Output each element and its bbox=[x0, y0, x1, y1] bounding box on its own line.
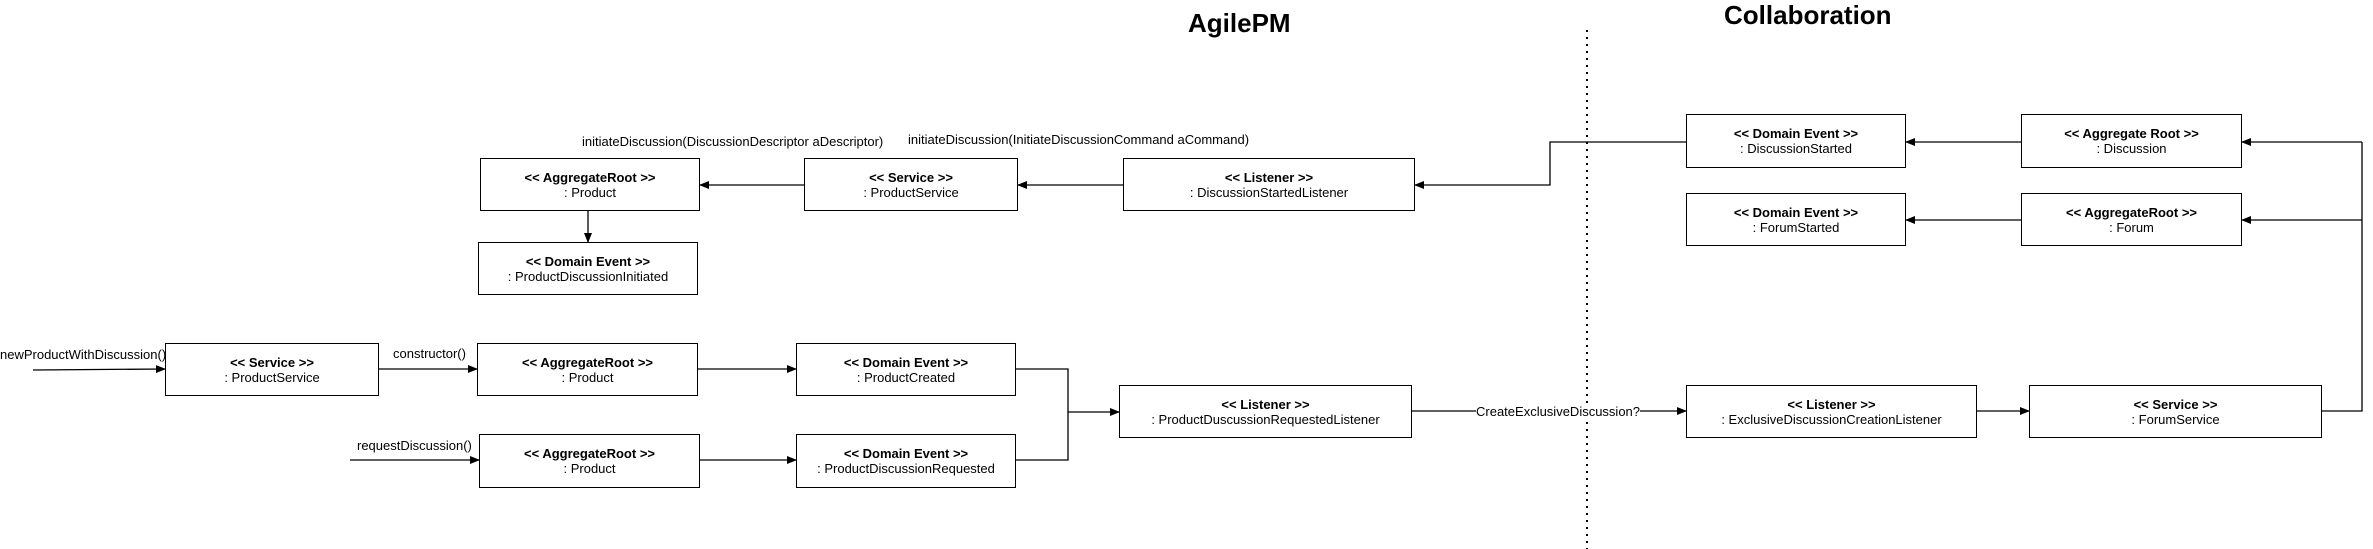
listener-product-discussion-requested: << Listener >> : ProductDuscussionReques… bbox=[1119, 385, 1412, 438]
stereotype: << Domain Event >> bbox=[1733, 126, 1859, 141]
agilepm-title: AgilePM bbox=[1188, 8, 1291, 38]
box-name: : ProductDiscussionInitiated bbox=[507, 268, 669, 284]
box-name: : ForumService bbox=[2131, 411, 2220, 427]
box-name: : ExclusiveDiscussionCreationListener bbox=[1721, 411, 1942, 427]
edge-discussion-started-to-listener bbox=[1414, 141, 1686, 189]
stereotype: << Domain Event >> bbox=[843, 446, 969, 461]
box-name: : ProductDiscussionRequested bbox=[817, 461, 995, 476]
aggregate-root-forum: << AggregateRoot >> : Forum bbox=[2021, 193, 2242, 246]
domain-event-product-created: << Domain Event >> : ProductCreated bbox=[796, 343, 1016, 396]
request-discussion-label: requestDiscussion() bbox=[357, 438, 472, 453]
initiate-discussion-command-label: initiateDiscussion(InitiateDiscussionCom… bbox=[908, 132, 1250, 147]
service-product-service-bottom: << Service >> : ProductService bbox=[165, 343, 379, 396]
box-name: : ProductDuscussionRequestedListener bbox=[1151, 411, 1380, 427]
domain-event-discussion-started: << Domain Event >> : DiscussionStarted bbox=[1686, 114, 1906, 168]
collaboration-title: Collaboration bbox=[1724, 0, 1892, 30]
edge-created-event-join bbox=[1016, 368, 1069, 412]
stereotype: << Domain Event >> bbox=[843, 354, 969, 370]
domain-event-product-discussion-initiated: << Domain Event >> : ProductDiscussionIn… bbox=[478, 242, 698, 295]
stereotype: << Listener >> bbox=[1224, 169, 1314, 185]
box-name: : Product bbox=[561, 369, 614, 385]
box-name: : DiscussionStartedListener bbox=[1189, 184, 1349, 200]
box-name: : ProductService bbox=[863, 184, 959, 200]
service-product-service-top: << Service >> : ProductService bbox=[804, 158, 1018, 211]
initiate-discussion-descriptor-label: initiateDiscussion(DiscussionDescriptor … bbox=[582, 134, 884, 149]
stereotype: << Domain Event >> bbox=[1733, 204, 1859, 220]
create-exclusive-discussion-label: CreateExclusiveDiscussion? bbox=[1476, 404, 1641, 419]
new-product-with-discussion-label: newProductWithDiscussion() bbox=[0, 347, 167, 362]
box-name: : Forum bbox=[2109, 219, 2154, 235]
stereotype: << Aggregate Root >> bbox=[2064, 126, 2199, 141]
listener-exclusive-discussion-creation: << Listener >> : ExclusiveDiscussionCrea… bbox=[1686, 385, 1977, 438]
stereotype: << AggregateRoot >> bbox=[2066, 204, 2197, 220]
aggregate-root-product-created: << AggregateRoot >> : Product bbox=[477, 343, 698, 396]
service-forum-service: << Service >> : ForumService bbox=[2029, 385, 2322, 438]
box-name: : Product bbox=[563, 184, 617, 200]
box-name: : Discussion bbox=[2096, 141, 2167, 156]
edge-forum-service-bus bbox=[2322, 142, 2363, 412]
box-name: : ForumStarted bbox=[1752, 219, 1840, 235]
box-name: : ProductCreated bbox=[856, 369, 956, 385]
stereotype: << AggregateRoot >> bbox=[522, 354, 653, 370]
aggregate-root-product-requested: << AggregateRoot >> : Product bbox=[479, 434, 700, 488]
aggregate-root-product-discussion: << AggregateRoot >> : Product bbox=[480, 158, 700, 211]
stereotype: << Service >> bbox=[230, 354, 314, 370]
edge-newproduct-to-service bbox=[32, 365, 166, 374]
stereotype: << Service >> bbox=[2133, 396, 2218, 412]
stereotype: << AggregateRoot >> bbox=[524, 169, 656, 185]
listener-discussion-started: << Listener >> : DiscussionStartedListen… bbox=[1123, 158, 1415, 211]
stereotype: << Listener >> bbox=[1787, 396, 1876, 412]
box-name: : DiscussionStarted bbox=[1740, 141, 1852, 156]
domain-event-product-discussion-requested: << Domain Event >> : ProductDiscussionRe… bbox=[796, 434, 1016, 488]
aggregate-root-discussion: << Aggregate Root >> : Discussion bbox=[2021, 114, 2242, 168]
stereotype: << Listener >> bbox=[1221, 396, 1310, 412]
edge-requested-event-join bbox=[1016, 412, 1069, 461]
stereotype: << Service >> bbox=[869, 169, 953, 185]
domain-event-forum-started: << Domain Event >> : ForumStarted bbox=[1686, 193, 1906, 246]
constructor-label: constructor() bbox=[393, 346, 466, 361]
box-name: : ProductService bbox=[224, 369, 320, 385]
stereotype: << AggregateRoot >> bbox=[524, 446, 655, 461]
stereotype: << Domain Event >> bbox=[525, 253, 651, 269]
box-name: : Product bbox=[563, 461, 616, 476]
